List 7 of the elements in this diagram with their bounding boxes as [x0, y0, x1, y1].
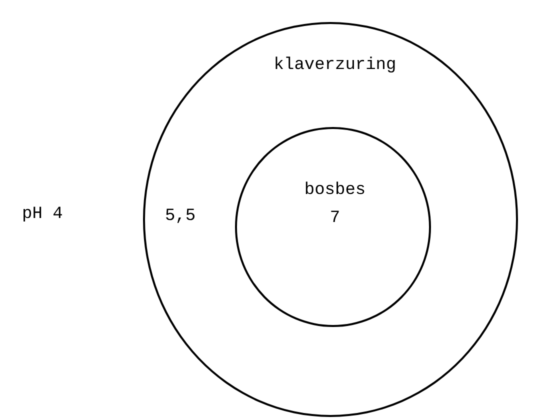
ph-value: 7 [330, 209, 340, 229]
ph-label: pH 4 [22, 205, 63, 225]
circle-label: bosbes [304, 181, 366, 201]
inner-circle [235, 127, 431, 327]
outer-circle [143, 22, 518, 417]
ph-value: 5,5 [165, 207, 196, 227]
circle-label: klaverzuring [274, 56, 396, 76]
